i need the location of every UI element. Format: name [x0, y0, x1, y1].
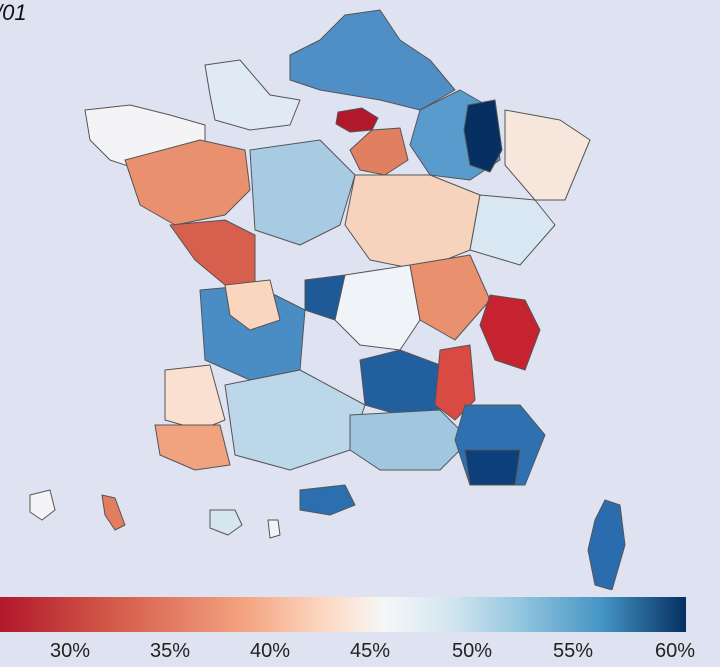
- region-corsica[interactable]: [587, 499, 626, 590]
- region-aquitaine-south[interactable]: [164, 364, 226, 431]
- region-alsace[interactable]: [504, 109, 591, 201]
- region-rhone[interactable]: [409, 254, 491, 341]
- colorbar-tick-40: 40%: [249, 640, 291, 662]
- region-vendee[interactable]: [169, 219, 256, 286]
- region-auvergne[interactable]: [334, 264, 421, 351]
- region-north[interactable]: [289, 9, 456, 111]
- region-vosges[interactable]: [463, 99, 503, 173]
- colorbar-tick-45: 45%: [349, 640, 391, 662]
- region-paris[interactable]: [335, 107, 379, 133]
- colorbar: [0, 597, 686, 632]
- region-var[interactable]: [464, 449, 521, 486]
- colorbar-tick-30: 30%: [49, 640, 91, 662]
- region-guadeloupe[interactable]: [29, 489, 56, 521]
- colorbar-tick-60: 60%: [654, 640, 696, 662]
- colorbar-tick-55: 55%: [552, 640, 594, 662]
- region-franche-comte[interactable]: [469, 194, 556, 266]
- region-cantal[interactable]: [359, 349, 441, 416]
- colorbar-tick-35: 35%: [149, 640, 191, 662]
- region-landes[interactable]: [154, 424, 231, 471]
- colorbar-tick-50: 50%: [451, 640, 493, 662]
- region-centre[interactable]: [249, 139, 356, 246]
- region-savoie[interactable]: [479, 294, 541, 371]
- region-burgundy[interactable]: [344, 174, 481, 271]
- choropleth-map: [29, 9, 626, 590]
- region-idf-east[interactable]: [349, 127, 409, 176]
- region-martinique[interactable]: [101, 494, 126, 531]
- map-title: /01: [0, 0, 27, 25]
- region-reunion[interactable]: [209, 509, 243, 536]
- region-gard[interactable]: [349, 409, 471, 471]
- region-normandy[interactable]: [204, 59, 301, 131]
- region-west-loire[interactable]: [124, 139, 251, 226]
- region-mayotte[interactable]: [267, 519, 281, 539]
- region-poitou[interactable]: [224, 279, 281, 331]
- region-midi[interactable]: [224, 369, 366, 471]
- region-pyrenees-east[interactable]: [299, 484, 356, 516]
